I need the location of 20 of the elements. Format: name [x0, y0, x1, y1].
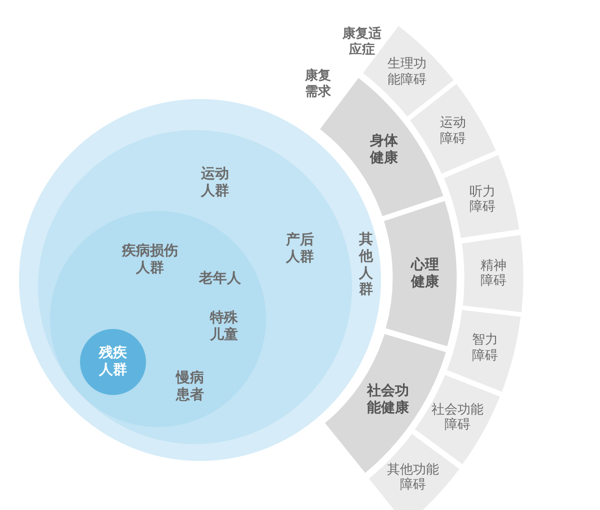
segment-label: 智力障碍 [470, 332, 499, 364]
group-label: 疾病损伤人群 [120, 243, 179, 277]
group-label: 残疾人群 [98, 345, 128, 379]
segment-label: 社会功能健康 [366, 383, 410, 417]
segment-label: 心理健康 [410, 258, 440, 292]
group-label: 特殊儿童 [208, 310, 239, 344]
segment-label: 听力障碍 [468, 184, 497, 216]
group-label: 其他人群 [358, 231, 374, 299]
segment-label: 社会功能障碍 [430, 402, 484, 434]
segment-label: 生理功能障碍 [386, 56, 428, 88]
segment-label: 精神障碍 [479, 258, 508, 290]
ring-heading: 康复需求 [304, 68, 332, 100]
group-label: 产后人群 [284, 232, 315, 266]
ring-heading: 康复适应症 [342, 26, 382, 58]
segment-label: 运动障碍 [439, 115, 468, 146]
group-label: 老年人 [198, 270, 242, 288]
group-label: 慢病患者 [174, 370, 205, 404]
group-label: 运动人群 [200, 166, 230, 200]
segment-label: 其他功能障碍 [386, 462, 440, 494]
segment-label: 身体健康 [368, 132, 399, 167]
